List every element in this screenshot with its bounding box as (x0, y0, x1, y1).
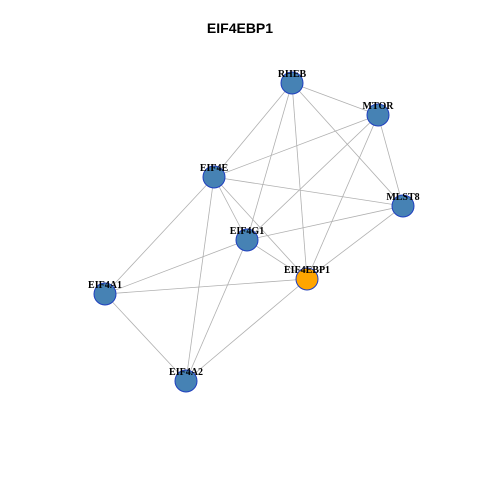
node-label-eif4a1: EIF4A1 (88, 280, 122, 291)
edge-mtor-eif4g1 (246, 114, 379, 241)
node-circle-eif4ebp1 (295, 267, 319, 291)
edge-layer (104, 82, 404, 382)
node-circle-eif4a2 (174, 369, 198, 393)
node-circle-mlst8 (391, 194, 415, 218)
edge-mlst8-eif4ebp1 (306, 205, 404, 280)
node-eif4ebp1: EIF4EBP1 (284, 265, 330, 291)
node-circle-eif4e (202, 165, 226, 189)
edge-rheb-mtor (291, 82, 379, 116)
node-label-mtor: MTOR (363, 101, 395, 112)
edge-eif4e-eif4g1 (213, 176, 248, 241)
node-label-eif4ebp1: EIF4EBP1 (284, 265, 330, 276)
edge-eif4ebp1-eif4a1 (104, 278, 308, 295)
edge-eif4g1-eif4a1 (104, 239, 248, 295)
edge-eif4a1-eif4a2 (104, 293, 187, 382)
edge-rheb-eif4ebp1 (291, 82, 308, 280)
edge-eif4e-mlst8 (213, 176, 404, 207)
node-circle-eif4g1 (235, 228, 259, 252)
edge-eif4ebp1-eif4a2 (185, 278, 308, 382)
edge-eif4g1-eif4ebp1 (246, 239, 308, 280)
node-label-eif4a2: EIF4A2 (169, 367, 203, 378)
edge-rheb-eif4g1 (246, 82, 293, 241)
node-eif4a2: EIF4A2 (169, 367, 203, 393)
node-mtor: MTOR (363, 101, 395, 127)
edge-rheb-eif4e (213, 82, 293, 178)
edge-mtor-mlst8 (377, 114, 404, 207)
edge-mtor-eif4e (213, 114, 379, 178)
node-label-rheb: RHEB (278, 69, 307, 80)
node-label-eif4e: EIF4E (200, 163, 229, 174)
node-eif4e: EIF4E (200, 163, 229, 189)
node-eif4a1: EIF4A1 (88, 280, 122, 306)
edge-eif4e-eif4ebp1 (213, 176, 308, 280)
figure-title: EIF4EBP1 (206, 20, 274, 36)
node-circle-eif4a1 (93, 282, 117, 306)
node-label-eif4g1: EIF4G1 (230, 226, 264, 237)
edge-eif4e-eif4a1 (104, 176, 215, 295)
node-layer: RHEB MTOR EIF4E MLST8EIF4G1EIF4EBP1EIF4A1EI… (88, 69, 420, 393)
edge-eif4e-eif4a2 (185, 176, 215, 382)
node-rheb: RHEB (278, 69, 307, 95)
node-circle-rheb (280, 71, 304, 95)
node-circle-mtor (366, 103, 390, 127)
node-mlst8: MLST8 (386, 192, 420, 218)
edge-mlst8-eif4g1 (246, 205, 404, 241)
node-eif4g1: EIF4G1 (230, 226, 264, 252)
edge-eif4g1-eif4a2 (185, 239, 248, 382)
node-label-mlst8: MLST8 (386, 192, 419, 203)
